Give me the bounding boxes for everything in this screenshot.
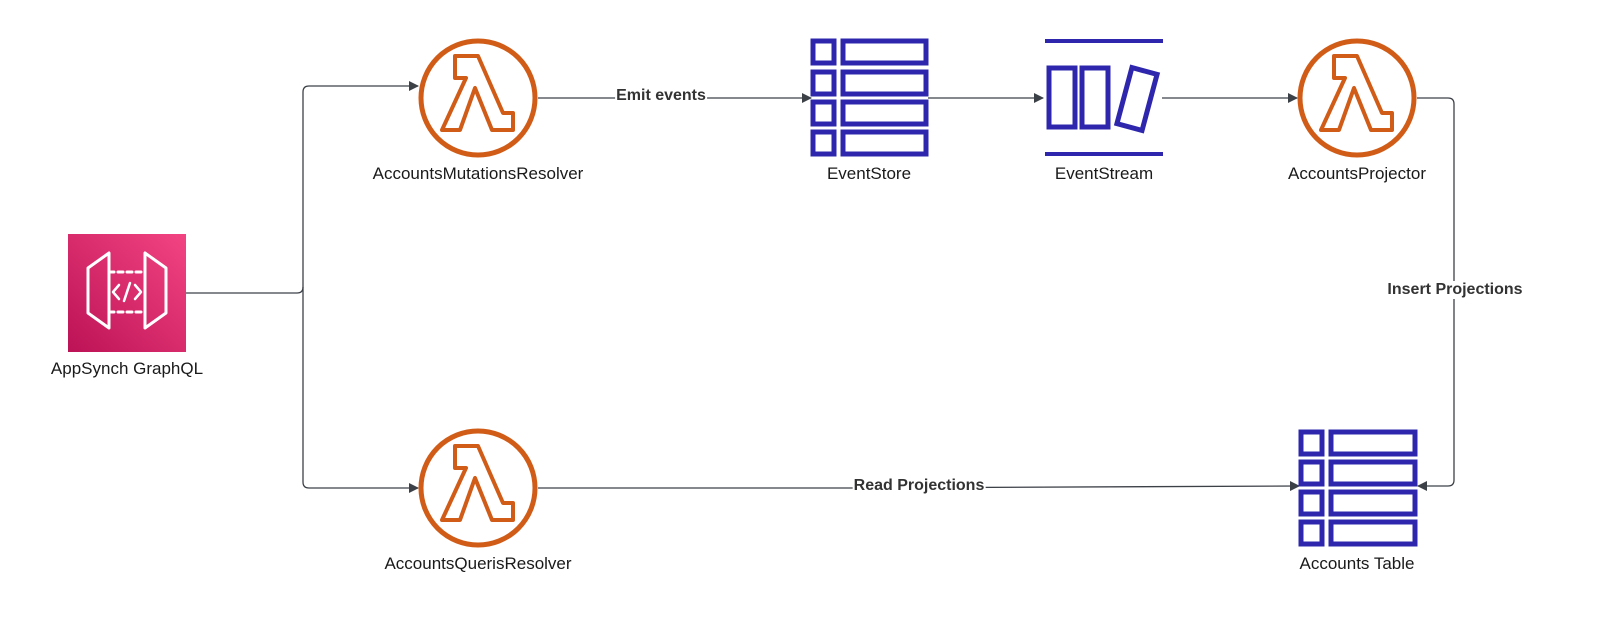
appsync-api-icon[interactable] (68, 234, 186, 352)
stream-icon[interactable] (1045, 39, 1163, 156)
edge-appsync-to-queries-resolver (302, 293, 419, 493)
appsync-label: AppSynch GraphQL (50, 359, 204, 378)
read-projections-label: Read Projections (852, 477, 986, 495)
event-stream-label: EventStream (1054, 164, 1154, 183)
table-icon[interactable] (1298, 429, 1418, 547)
mutations-resolver-label: AccountsMutationsResolver (372, 164, 584, 183)
lambda-icon[interactable] (418, 428, 538, 548)
table-icon[interactable] (810, 38, 929, 157)
lambda-icon[interactable] (418, 38, 538, 158)
lambda-icon[interactable] (1297, 38, 1417, 158)
event-store-label: EventStore (826, 164, 912, 183)
edge-appsync-branch (186, 286, 304, 294)
edge-read-projections (538, 481, 1300, 492)
accounts-table-label: Accounts Table (1299, 554, 1415, 573)
queries-resolver-label: AccountsQuerisResolver (384, 554, 572, 573)
edge-appsync-to-mutations-resolver (302, 81, 419, 293)
projector-label: AccountsProjector (1288, 164, 1426, 183)
insert-projections-label: Insert Projections (1386, 281, 1524, 299)
emit-events-label: Emit events (615, 87, 707, 105)
